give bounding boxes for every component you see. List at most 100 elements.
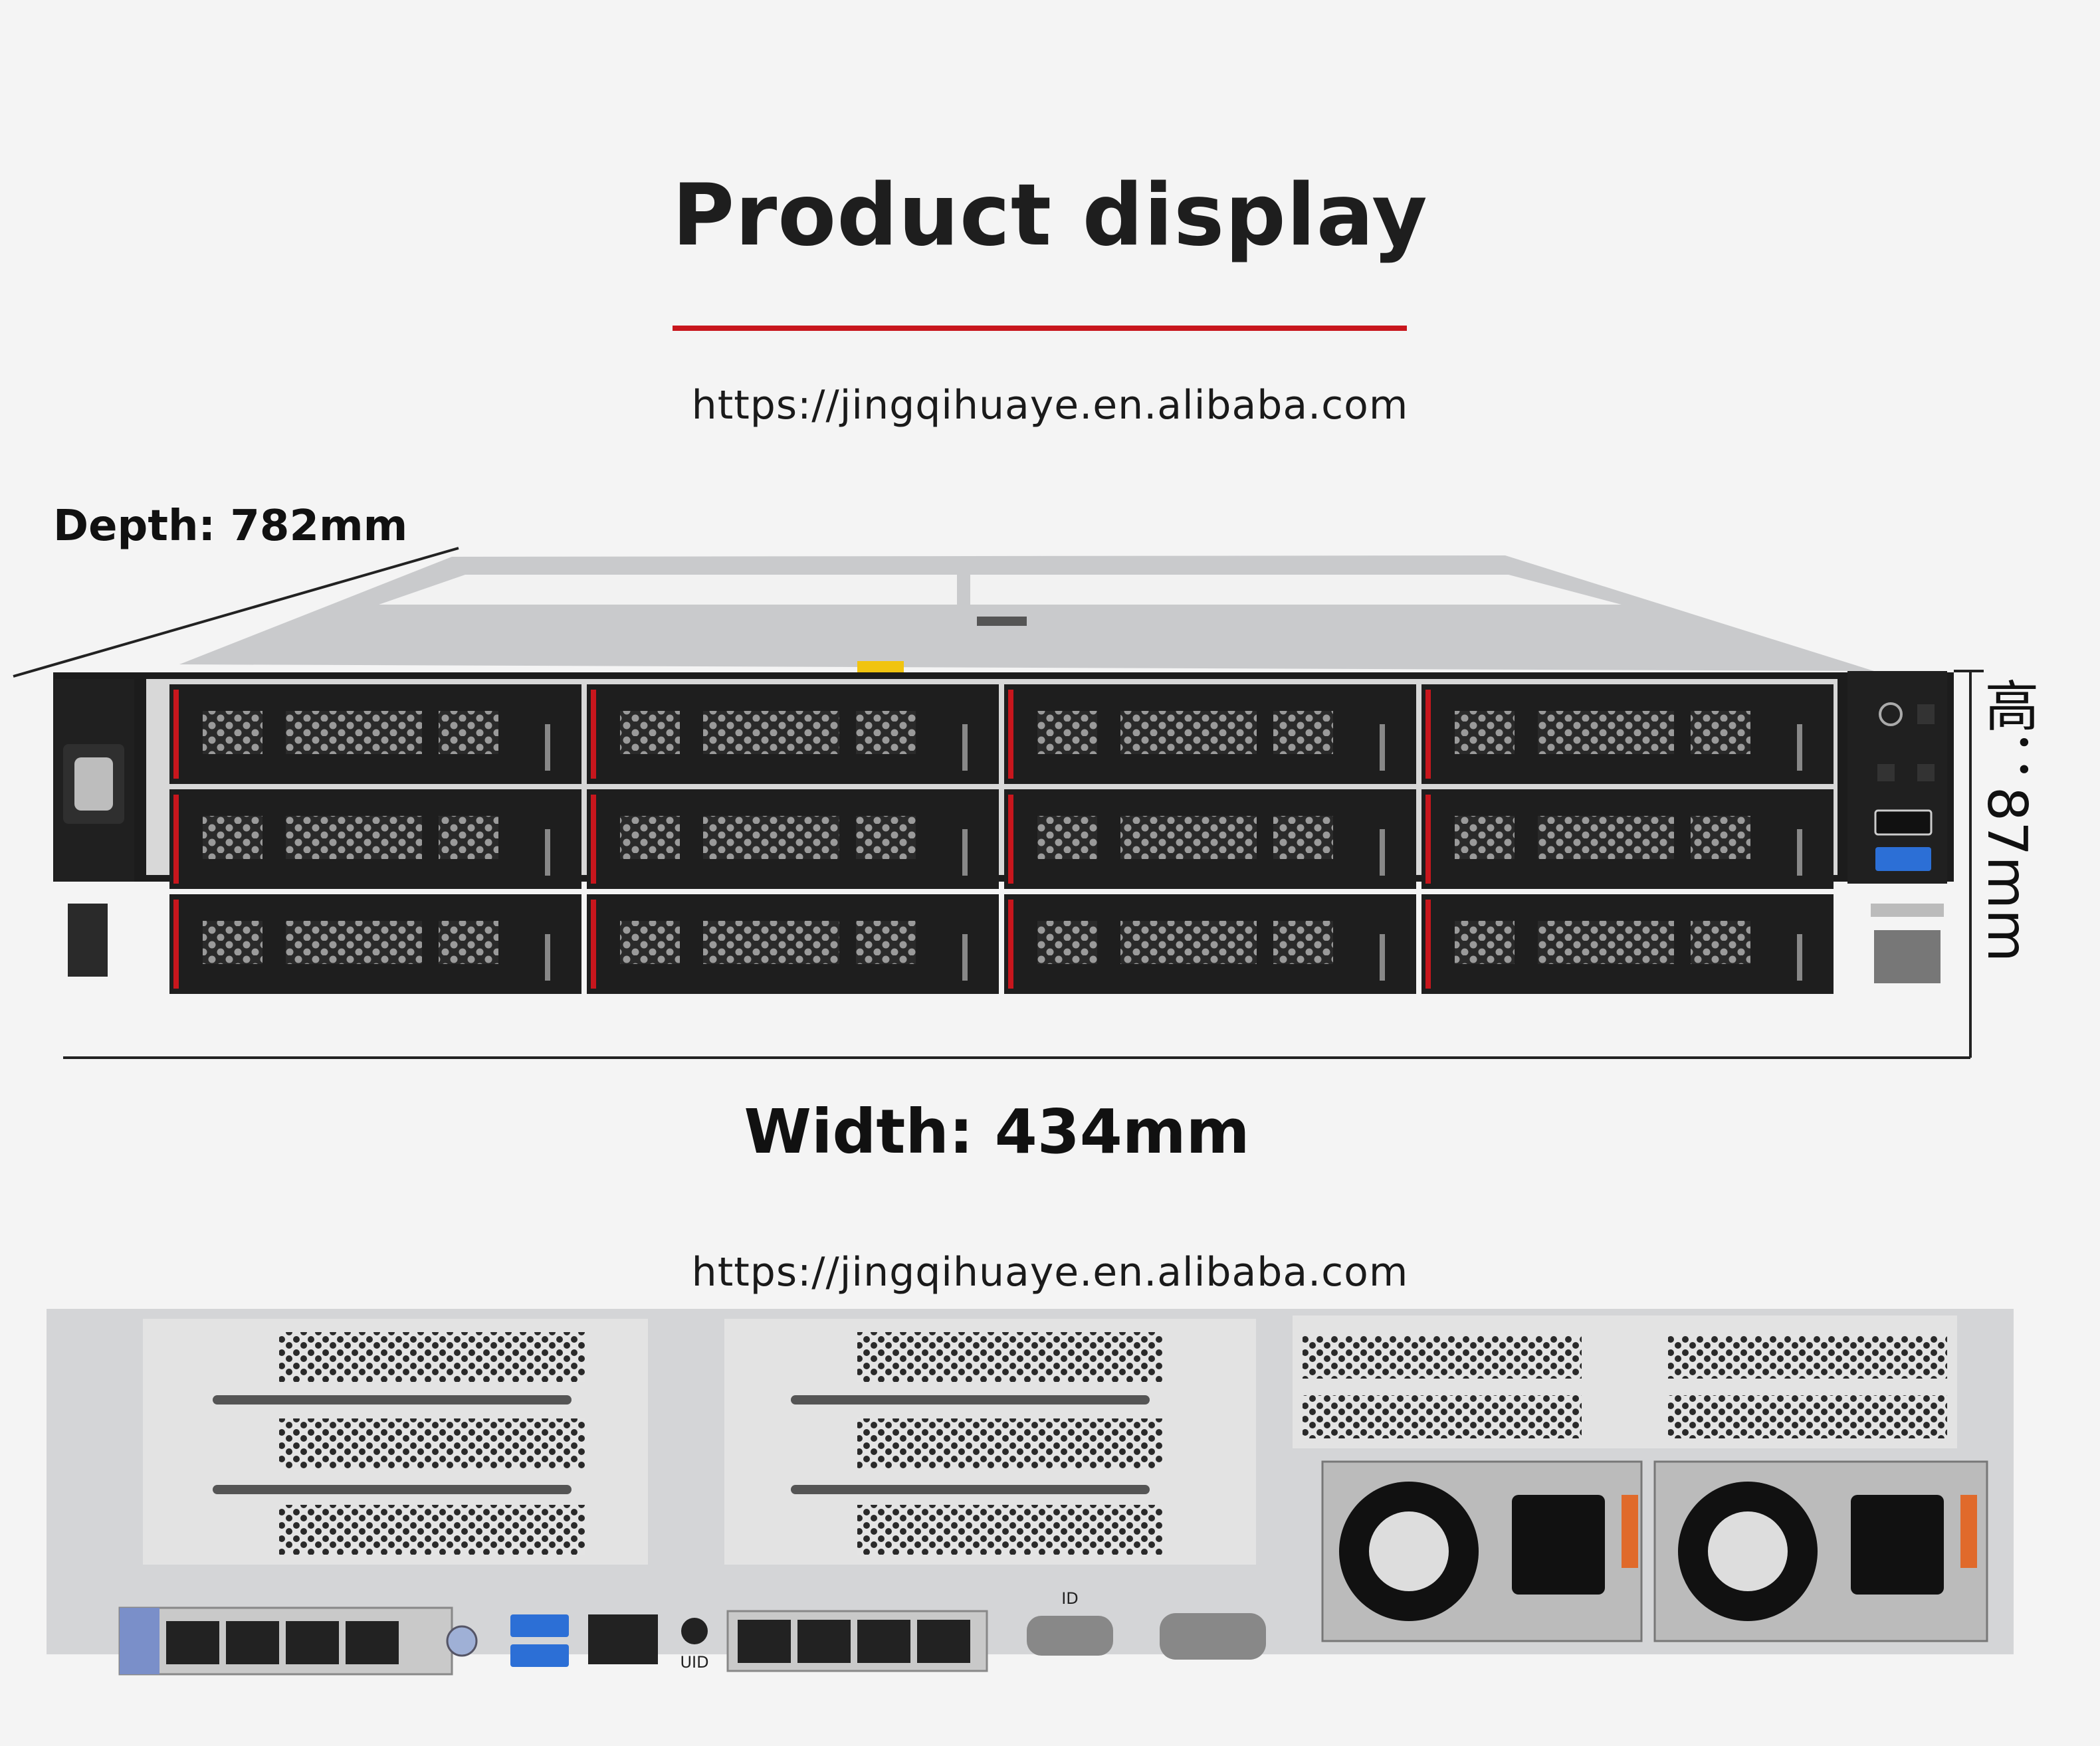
drive-release-latch: [591, 795, 596, 884]
power-button-icon: [1879, 702, 1903, 726]
drive-bay[interactable]: [1421, 684, 1834, 784]
management-ethernet-port: [588, 1614, 658, 1664]
drive-release-latch: [1008, 795, 1013, 884]
drive-bay[interactable]: [587, 894, 999, 994]
drive-vent: [203, 816, 262, 859]
server-top-cover: [179, 555, 1874, 671]
top-cover-latch: [977, 617, 1027, 626]
drive-vent: [856, 816, 916, 859]
svg-text:ID: ID: [1061, 1589, 1079, 1608]
drive-vent: [1455, 816, 1515, 859]
drive-vent: [203, 921, 262, 964]
drive-vent: [856, 921, 916, 964]
power-supply-2: [1653, 1460, 1988, 1642]
title-underline: [673, 326, 1407, 331]
drive-vent: [1273, 711, 1333, 754]
drive-led: [1797, 934, 1802, 981]
drive-bay[interactable]: [169, 894, 581, 994]
drive-vent: [1037, 921, 1097, 964]
drive-led: [962, 724, 968, 771]
watermark-url-bottom: https://jingqihuaye.en.alibaba.com: [691, 1249, 1409, 1296]
svg-text:UID: UID: [680, 1653, 708, 1672]
drive-bay[interactable]: [169, 789, 581, 889]
drive-bay[interactable]: [1004, 894, 1416, 994]
drive-vent: [1538, 921, 1674, 964]
drive-vent: [620, 921, 680, 964]
page-title: Product display: [672, 166, 1428, 265]
drive-vent: [1538, 816, 1674, 859]
warning-label: [857, 661, 904, 676]
drive-vent: [703, 921, 839, 964]
drive-led: [545, 724, 550, 771]
drive-release-latch: [173, 795, 179, 884]
drive-vent: [703, 816, 839, 859]
drive-vent: [439, 816, 498, 859]
drive-vent: [703, 711, 839, 754]
drive-vent: [1037, 711, 1097, 754]
drive-bay[interactable]: [169, 684, 581, 784]
usb3-port-rear-1: [510, 1614, 569, 1637]
usb3-port-rear-2: [510, 1644, 569, 1667]
drive-bay[interactable]: [1421, 894, 1834, 994]
drive-led: [1797, 829, 1802, 876]
drive-release-latch: [1425, 795, 1431, 884]
drive-release-latch: [1425, 900, 1431, 989]
drive-release-latch: [591, 690, 596, 779]
drive-bay[interactable]: [1421, 789, 1834, 889]
depth-label: Depth: 782mm: [53, 502, 408, 551]
drive-vent: [856, 711, 916, 754]
watermark-url-top: https://jingqihuaye.en.alibaba.com: [691, 382, 1409, 429]
drive-vent: [1273, 816, 1333, 859]
drive-led: [545, 829, 550, 876]
width-label: Width: 434mm: [744, 1096, 1250, 1167]
usb3-port-front: [1875, 847, 1931, 871]
server-front-view: [13, 547, 1984, 1059]
drive-led: [1380, 934, 1385, 981]
ethernet-ports-card: [166, 1621, 399, 1664]
drive-vent: [1120, 816, 1257, 859]
drive-vent: [286, 921, 422, 964]
drive-vent: [1691, 921, 1750, 964]
drive-led: [1797, 724, 1802, 771]
drive-release-latch: [1425, 690, 1431, 779]
power-supply-1: [1321, 1460, 1643, 1642]
drive-bay[interactable]: [1004, 684, 1416, 784]
drive-vent: [1538, 711, 1674, 754]
drive-release-latch: [1008, 690, 1013, 779]
drive-vent: [1455, 921, 1515, 964]
height-label: 高：87mm: [1975, 678, 2038, 963]
drive-vent: [620, 711, 680, 754]
drive-vent: [1273, 921, 1333, 964]
drive-bay-array: [169, 684, 1834, 994]
drive-bay[interactable]: [587, 684, 999, 784]
vga-port-rear: [1160, 1613, 1266, 1660]
drive-led: [545, 934, 550, 981]
drive-led: [1380, 724, 1385, 771]
depth-dimension-line: [13, 547, 459, 678]
vga-port-front: [74, 757, 113, 811]
drive-vent: [439, 711, 498, 754]
drive-vent: [203, 711, 262, 754]
drive-vent: [1455, 711, 1515, 754]
uid-button: [681, 1618, 708, 1644]
drive-vent: [1120, 921, 1257, 964]
drive-bay[interactable]: [587, 789, 999, 889]
drive-vent: [1037, 816, 1097, 859]
drive-vent: [1691, 711, 1750, 754]
drive-vent: [286, 711, 422, 754]
drive-vent: [620, 816, 680, 859]
ethernet-ports-onboard: [738, 1620, 970, 1663]
drive-release-latch: [173, 900, 179, 989]
drive-release-latch: [591, 900, 596, 989]
server-rear-view: UID ID: [47, 1309, 2014, 1676]
serial-port: [1027, 1616, 1113, 1656]
drive-vent: [1120, 711, 1257, 754]
drive-led: [962, 829, 968, 876]
drive-vent: [1691, 816, 1750, 859]
drive-vent: [286, 816, 422, 859]
drive-bay[interactable]: [1004, 789, 1416, 889]
drive-vent: [439, 921, 498, 964]
drive-release-latch: [173, 690, 179, 779]
usb-port-front: [1874, 809, 1933, 836]
drive-led: [1380, 829, 1385, 876]
